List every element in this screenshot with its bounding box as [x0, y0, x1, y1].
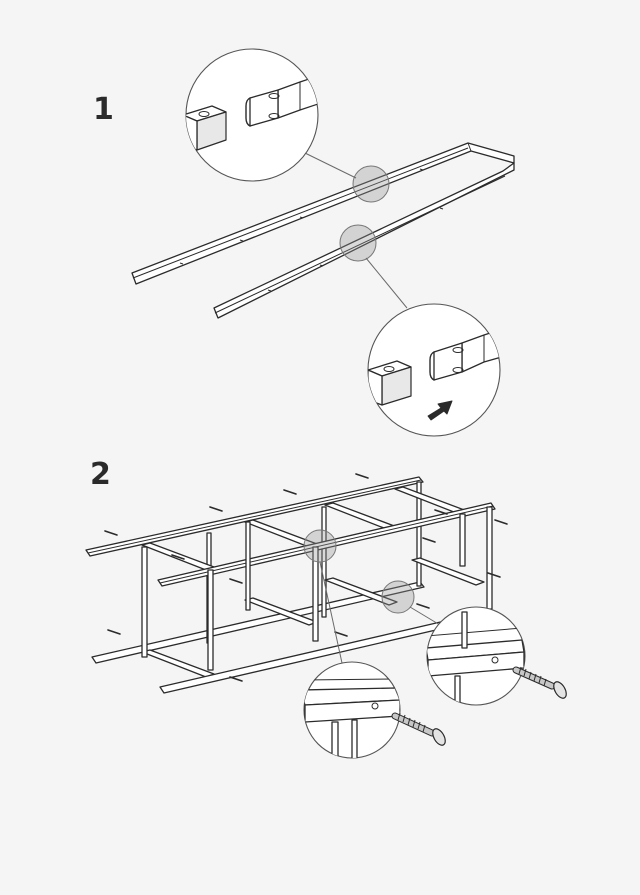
leader-line-a — [304, 152, 357, 179]
leader-line-d — [409, 606, 441, 626]
step-2-number: 2 — [90, 457, 111, 492]
joint-highlight-front-right — [381, 580, 415, 614]
push-arrow-icon — [427, 400, 453, 421]
detail-view-screw-joint-d — [426, 606, 567, 706]
back-bottom-rail — [91, 581, 425, 664]
leader-line-c — [319, 561, 343, 664]
step-2-illustration — [85, 473, 567, 759]
joint-highlight-front-left — [303, 529, 337, 563]
detail-view-screw-joint-c — [303, 661, 446, 759]
leader-line-b — [365, 257, 408, 309]
front-verticals — [141, 506, 493, 671]
screw-icon — [391, 712, 446, 746]
screw-icon — [512, 666, 567, 699]
screw-marks — [104, 473, 508, 682]
detail-view-joint-a — [185, 48, 319, 182]
step-1-illustration — [131, 48, 515, 437]
joint-highlight-upper — [352, 165, 390, 203]
step-1-number: 1 — [93, 92, 114, 127]
u-frame — [131, 142, 515, 319]
joint-highlight-lower — [339, 224, 377, 262]
detail-view-joint-b — [367, 303, 501, 437]
